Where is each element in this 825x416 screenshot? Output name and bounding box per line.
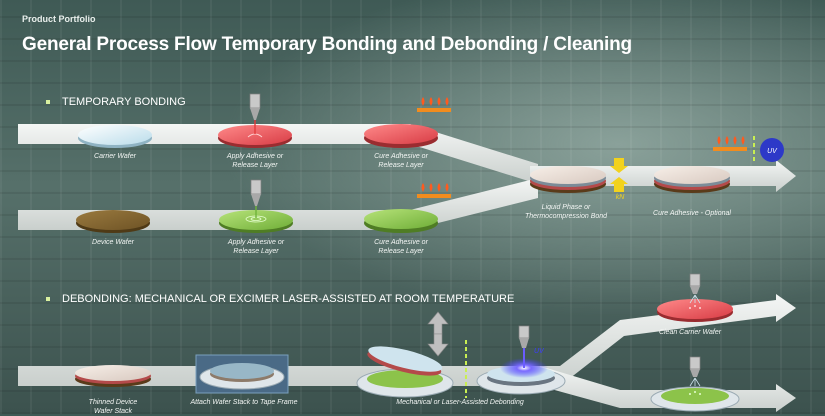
label-bond: Liquid Phase or Thermocompression Bond bbox=[524, 204, 608, 220]
carrier-wafer-icon bbox=[78, 125, 152, 148]
section-title: DEBONDING: MECHANICAL OR EXCIMER LASER-A… bbox=[62, 293, 515, 305]
device-wafer-icon bbox=[76, 210, 150, 233]
label-debond: Mechanical or Laser-Assisted Debonding bbox=[396, 399, 524, 406]
portfolio-label: Product Portfolio bbox=[22, 14, 96, 24]
debond-separation-icon bbox=[356, 346, 454, 398]
section-debonding: DEBONDING: MECHANICAL OR EXCIMER LASER-A… bbox=[46, 293, 514, 305]
uv-badge-text: UV bbox=[767, 148, 778, 155]
page-title: General Process Flow Temporary Bonding a… bbox=[22, 34, 632, 55]
laser-nozzle-icon bbox=[518, 325, 530, 368]
heat-icon bbox=[417, 183, 451, 198]
label-apply-adhesive-2: Apply Adhesive or Release Layer bbox=[227, 239, 285, 255]
label-kn: kN bbox=[615, 194, 625, 201]
laser-uv-label: UV bbox=[534, 348, 545, 355]
dispense-nozzle-icon bbox=[249, 93, 261, 134]
label-thinned-device: Thinned Device Wafer Stack bbox=[88, 399, 138, 415]
red-cured-wafer-icon bbox=[364, 124, 438, 148]
label-cure-adhesive-2: Cure Adhesive or Release Layer bbox=[374, 239, 428, 255]
label-clean-carrier: Clean Carrier Wafer bbox=[658, 329, 722, 336]
dispense-nozzle-icon bbox=[250, 179, 262, 218]
clean-carrier-wafer-icon bbox=[657, 299, 733, 322]
label-apply-adhesive-1: Apply Adhesive or Release Layer bbox=[226, 153, 284, 169]
green-adhesive-wafer-icon bbox=[219, 210, 293, 233]
cured-stack-icon bbox=[654, 166, 730, 193]
green-cured-wafer-icon bbox=[364, 209, 438, 233]
label-carrier-wafer: Carrier Wafer bbox=[94, 153, 136, 160]
bullet-icon bbox=[46, 100, 50, 104]
thinned-stack-icon bbox=[75, 365, 151, 387]
label-cure-adhesive-1: Cure Adhesive or Release Layer bbox=[374, 153, 428, 169]
uv-badge: UV bbox=[760, 138, 784, 162]
bonded-stack-icon bbox=[530, 166, 606, 193]
clean-device-wafer-icon bbox=[650, 386, 740, 412]
section-temporary-bonding: TEMPORARY BONDING bbox=[46, 96, 186, 108]
tape-frame-icon bbox=[195, 354, 289, 394]
label-cure-optional: Cure Adhesive - Optional bbox=[653, 210, 731, 217]
label-attach-tape: Attach Wafer Stack to Tape Frame bbox=[190, 399, 298, 406]
section-title: TEMPORARY BONDING bbox=[62, 96, 186, 108]
spray-nozzle-icon bbox=[689, 356, 701, 387]
heat-icon bbox=[417, 97, 451, 112]
header: Product Portfolio General Process Flow T… bbox=[22, 14, 632, 56]
laser-debond-icon bbox=[476, 358, 566, 395]
up-down-arrow-icon bbox=[427, 311, 449, 357]
heat-icon bbox=[713, 136, 747, 151]
spray-nozzle-icon bbox=[689, 273, 701, 304]
bullet-icon bbox=[46, 297, 50, 301]
label-device-wafer: Device Wafer bbox=[92, 239, 134, 246]
red-adhesive-wafer-icon bbox=[218, 125, 292, 148]
press-arrows-icon bbox=[610, 158, 628, 192]
